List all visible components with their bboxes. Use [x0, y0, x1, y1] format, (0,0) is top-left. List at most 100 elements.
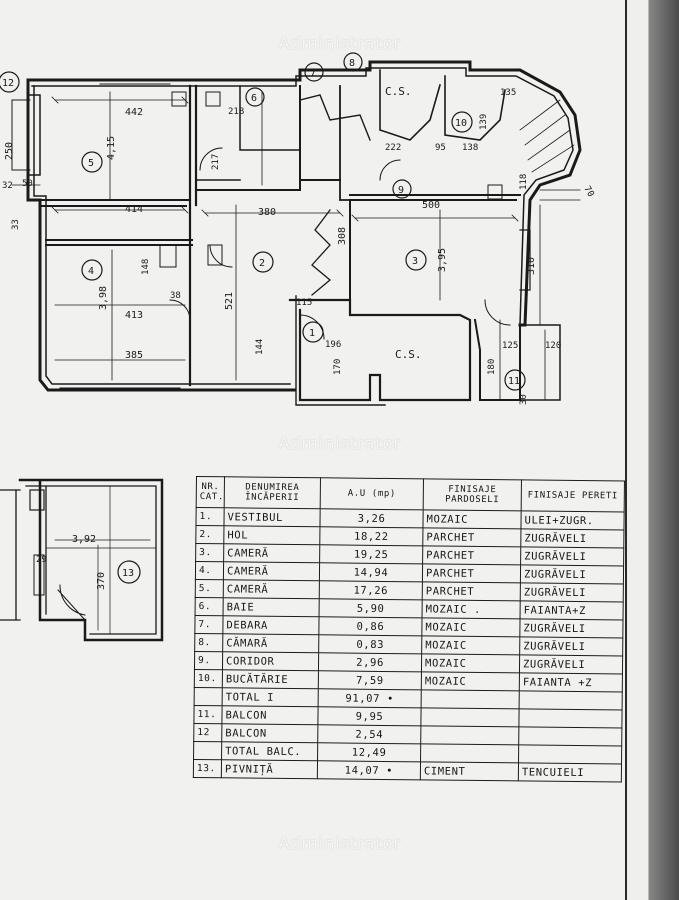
dim-222: 222: [385, 143, 401, 153]
dim-414: 414: [125, 204, 143, 215]
row-area: 0,86: [318, 616, 423, 636]
row-wall-finish: [518, 708, 623, 728]
row-floor-finish: MOZAIC: [421, 653, 520, 673]
room-number-6: 6: [251, 93, 257, 104]
row-nr: 6.: [195, 597, 224, 616]
row-nr: 10.: [194, 669, 223, 688]
row-wall-finish: [518, 744, 622, 764]
watermark-top: Administrator: [278, 34, 401, 54]
row-room-name: DEBARA: [222, 615, 320, 635]
row-floor-finish: [420, 707, 520, 727]
row-floor-finish: MOZAIC .: [422, 599, 521, 619]
cs-label-top: C.S.: [385, 85, 412, 98]
row-room-name: TOTAL I: [222, 687, 319, 707]
header-area: A.U (mp): [320, 477, 424, 510]
row-wall-finish: TENCUIELI: [518, 762, 622, 782]
row-area: 91,07 •: [318, 688, 422, 708]
room-number-9: 9: [398, 185, 404, 196]
dim-95: 95: [435, 143, 446, 153]
dim-70: 70: [581, 185, 595, 199]
row-nr: 1.: [195, 507, 225, 526]
dim-50: 50: [22, 179, 33, 189]
row-area: 12,49: [317, 742, 421, 762]
dim-118: 118: [519, 174, 529, 190]
header-wall-finish: FINISAJE PERETI: [521, 479, 625, 512]
row-floor-finish: PARCHET: [422, 581, 521, 601]
row-room-name: BUCĂTĂRIE: [222, 669, 319, 689]
header-room-name: DENUMIREA ÎNCĂPERII: [224, 476, 321, 509]
row-floor-finish: [421, 689, 520, 709]
row-room-name: HOL: [223, 525, 320, 545]
row-wall-finish: FAIANTA +Z: [519, 672, 623, 692]
row-area: 3,26: [319, 508, 424, 528]
dim-29: 29: [36, 555, 47, 565]
paper-sheet: [625, 0, 627, 900]
row-floor-finish: PARCHET: [422, 545, 521, 565]
dim-370: 370: [96, 572, 107, 590]
rooms-table: NR. CAT. DENUMIREA ÎNCĂPERII A.U (mp) FI…: [193, 476, 625, 782]
row-nr: 11.: [193, 705, 223, 724]
dim-395: 3,95: [437, 248, 448, 272]
dim-135: 135: [500, 88, 516, 98]
row-wall-finish: ZUGRĂVELI: [520, 546, 624, 566]
room-number-11: 11: [508, 376, 520, 387]
room-number-3: 3: [412, 256, 418, 267]
dim-442: 442: [125, 107, 143, 118]
room-number-7: 7: [310, 68, 316, 79]
dim-115: 115: [296, 298, 312, 308]
row-nr: 12: [193, 723, 222, 742]
row-area: 7,59: [318, 670, 422, 690]
dim-148: 148: [141, 259, 151, 275]
dim-521: 521: [224, 292, 235, 310]
dim-413: 413: [125, 310, 143, 321]
dim-217: 217: [211, 154, 221, 170]
row-wall-finish: ZUGRĂVELI: [520, 564, 624, 584]
dim-310: 310: [526, 257, 537, 275]
dim-380: 380: [258, 207, 276, 218]
row-room-name: CAMERĂ: [223, 543, 320, 563]
row-nr: 3.: [195, 543, 224, 562]
row-area: 9,95: [317, 706, 422, 726]
row-area: 18,22: [319, 526, 423, 546]
row-area: 14,94: [319, 562, 423, 582]
row-wall-finish: ZUGRĂVELI: [519, 618, 624, 638]
room-number-5: 5: [88, 158, 94, 169]
row-area: 19,25: [319, 544, 423, 564]
row-room-name: CAMERĂ: [223, 561, 320, 581]
dim-139: 139: [479, 114, 489, 130]
row-area: 2,96: [318, 652, 422, 672]
dim-308: 308: [337, 227, 348, 245]
row-wall-finish: ZUGRĂVELI: [519, 654, 623, 674]
row-room-name: BAIE: [223, 597, 320, 617]
row-room-name: CĂMARĂ: [222, 633, 319, 653]
row-nr: [193, 741, 222, 760]
dim-38: 38: [170, 291, 181, 301]
room-number-1: 1: [309, 328, 315, 339]
row-nr: [194, 687, 223, 706]
row-room-name: BALCON: [221, 723, 318, 743]
row-wall-finish: ZUGRĂVELI: [520, 528, 624, 548]
row-area: 14,07 •: [317, 760, 421, 780]
row-wall-finish: FAIANTA+Z: [520, 600, 624, 620]
row-area: 2,54: [317, 724, 421, 744]
dim-138: 138: [462, 143, 478, 153]
dim-32: 32: [2, 181, 13, 191]
dim-30: 30: [519, 394, 529, 405]
dim-500: 500: [422, 200, 440, 211]
row-room-name: VESTIBUL: [223, 507, 321, 527]
row-wall-finish: ZUGRĂVELI: [520, 582, 624, 602]
row-area: 0,83: [318, 634, 422, 654]
dim-250: 250: [4, 142, 15, 160]
row-nr: 4.: [195, 561, 224, 580]
row-room-name: BALCON: [221, 705, 319, 725]
row-area: 17,26: [319, 580, 423, 600]
row-nr: 2.: [195, 525, 224, 544]
row-wall-finish: ZUGRĂVELI: [519, 636, 623, 656]
room-number-2: 2: [259, 258, 265, 269]
dim-170: 170: [333, 359, 343, 375]
row-floor-finish: MOZAIC: [421, 671, 520, 691]
row-wall-finish: [519, 690, 623, 710]
dim-415: 4,15: [106, 136, 117, 160]
